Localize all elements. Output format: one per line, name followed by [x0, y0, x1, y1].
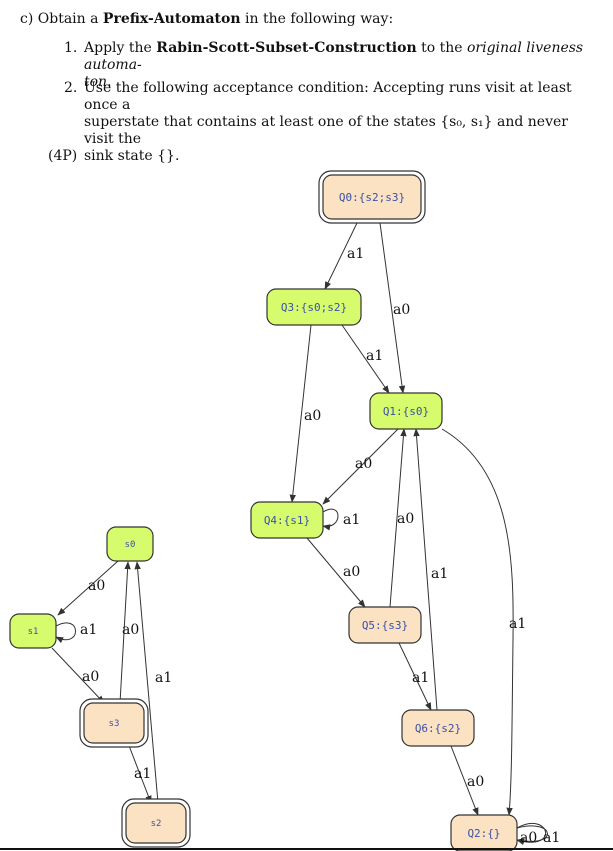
prefix-edge-q4-q4-a1-label: a1	[343, 512, 360, 528]
orig-edge-s3-s2-a1-label: a1	[134, 766, 151, 782]
node-s2: s2	[121, 798, 191, 848]
prefix-edge-q1-q4-a0-label: a0	[355, 456, 372, 472]
prefix-edge-q6-q1-a1-label: a1	[431, 566, 448, 582]
node-q3: Q3:{s0;s2}	[266, 288, 362, 326]
step-1-text-mid: to the	[416, 40, 467, 56]
node-s2-box	[125, 802, 187, 844]
node-q2: Q2:{}	[450, 814, 518, 851]
step-2-number: 2.	[64, 80, 78, 96]
node-q5: Q5:{s3}	[348, 606, 422, 644]
orig-edge-s3-s0-a0-label: a0	[122, 622, 139, 638]
prefix-edge-q5-q6-a1-label: a1	[412, 670, 429, 686]
prefix-edge-q3-q1-a1-label: a1	[366, 348, 383, 364]
edges-layer	[51, 222, 548, 846]
node-q0-box	[322, 174, 422, 220]
prefix-edge-q0-q1-a0-label: a0	[393, 302, 410, 318]
nodes-layer: s0 s1 s3 s2 Q0:{s2;s3} Q3:{s0;s2} Q1:{s0} Q4:{s…	[9, 170, 518, 851]
bottom-rule	[0, 848, 613, 850]
node-q1: Q1:{s0}	[369, 392, 443, 430]
orig-edge-s1-s3-a0	[51, 647, 105, 704]
node-q6-box	[401, 709, 475, 747]
node-s3: s3	[79, 698, 149, 748]
step-2-line-3: sink state {}.	[84, 148, 180, 164]
task-intro-post: in the following way:	[240, 11, 394, 27]
prefix-edge-q2-q2-a0-label: a0	[520, 830, 537, 846]
task-heading: c) Obtain a Prefix-Automaton in the foll…	[20, 10, 393, 28]
prefix-edge-q6-q1-a1	[413, 428, 438, 711]
step-1-italic-2: ton	[84, 74, 108, 90]
node-q4-box	[250, 501, 324, 539]
prefix-edge-q0-q3-a1	[324, 222, 358, 290]
orig-edge-s3-s2-a1	[127, 742, 152, 804]
node-q1-label: Q1:{s0}	[383, 405, 429, 418]
node-q1-box	[369, 392, 443, 430]
prefix-edge-q4-q5-a0-label: a0	[343, 564, 360, 580]
prefix-edge-q2-q2-a1	[516, 825, 548, 845]
step-2-line-2: superstate that contains at least one of…	[84, 114, 568, 147]
step-1-number: 1.	[64, 40, 78, 56]
orig-edge-s1-s1-a1-label: a1	[80, 622, 97, 638]
node-s0-box	[106, 526, 154, 562]
node-q0: Q0:{s2;s3}	[318, 170, 426, 224]
step-1-bold: Rabin-Scott-Subset-Construction	[156, 40, 417, 56]
prefix-edge-q4-q5-a0	[306, 537, 366, 608]
prefix-edge-q3-q4-a0-label: a0	[304, 408, 321, 424]
node-q3-box	[266, 288, 362, 326]
orig-edge-s0-s1-a0-label: a0	[88, 578, 105, 594]
node-q0-label: Q0:{s2;s3}	[339, 191, 405, 204]
prefix-edge-q2-q2-a1-label: a1	[543, 830, 560, 846]
task-intro-pre: Obtain a	[37, 11, 103, 27]
prefix-edge-q6-q2-a0-label: a0	[467, 774, 484, 790]
prefix-edge-q3-q1-a1	[341, 324, 390, 394]
labels-layer: a0 a1 a0 a0 a1 a1 a1 a0 a1 a0 a0 a1 a1 a0 a0 a1 a1 a0 a0 a1	[80, 246, 560, 846]
prefix-edge-q0-q1-a0	[379, 222, 406, 394]
step-1-text-pre: Apply the	[84, 40, 157, 56]
orig-edge-s0-s1-a0	[57, 560, 119, 616]
node-q4-label: Q4:{s1}	[264, 514, 310, 527]
prefix-edge-q5-q1-a0	[389, 428, 407, 608]
points-label: (4P)	[48, 148, 78, 164]
node-s1-label: s1	[28, 627, 39, 637]
node-s0-label: s0	[125, 540, 136, 550]
prefix-edge-q1-q4-a0	[322, 428, 399, 505]
prefix-edge-q3-q4-a0	[289, 324, 312, 503]
prefix-edge-q1-q2-a1-label: a1	[509, 616, 526, 632]
node-q4: Q4:{s1}	[250, 501, 324, 539]
prefix-edge-q0-q3-a1-label: a1	[347, 246, 364, 262]
node-s0: s0	[106, 526, 154, 562]
node-q6: Q6:{s2}	[401, 709, 475, 747]
node-s2-label: s2	[151, 819, 162, 829]
step-2-line-1: Use the following acceptance condition: …	[84, 80, 572, 113]
node-q5-label: Q5:{s3}	[362, 619, 408, 632]
node-q2-label: Q2:{}	[467, 827, 500, 840]
prefix-edge-q1-q2-a1	[441, 428, 514, 816]
prefix-edge-q6-q2-a0	[450, 745, 479, 816]
task-label: c)	[20, 11, 34, 27]
step-1-italic: original liveness automa-	[84, 40, 584, 73]
node-s1: s1	[9, 613, 57, 649]
prefix-edge-q2-q2-a0	[516, 822, 546, 846]
orig-edge-s1-s3-a0-label: a0	[82, 669, 99, 685]
node-q3-label: Q3:{s0;s2}	[281, 301, 347, 314]
task-intro-bold: Prefix-Automaton	[102, 11, 241, 27]
node-s3-label: s3	[109, 719, 120, 729]
step-1-end: .	[107, 74, 112, 90]
prefix-edge-q4-q4-a1	[322, 508, 339, 531]
node-s3-box	[83, 702, 145, 744]
node-s1-box	[9, 613, 57, 649]
orig-edge-s2-s0-a1	[134, 561, 159, 804]
node-q6-label: Q6:{s2}	[415, 722, 461, 735]
orig-edge-s1-s1-a1	[55, 622, 76, 644]
prefix-edge-q5-q1-a0-label: a0	[397, 511, 414, 527]
node-q2-box	[450, 814, 518, 851]
node-q5-box	[348, 606, 422, 644]
orig-edge-s2-s0-a1-label: a1	[155, 670, 172, 686]
prefix-edge-q5-q6-a1	[398, 642, 432, 711]
orig-edge-s3-s0-a0	[119, 561, 131, 704]
